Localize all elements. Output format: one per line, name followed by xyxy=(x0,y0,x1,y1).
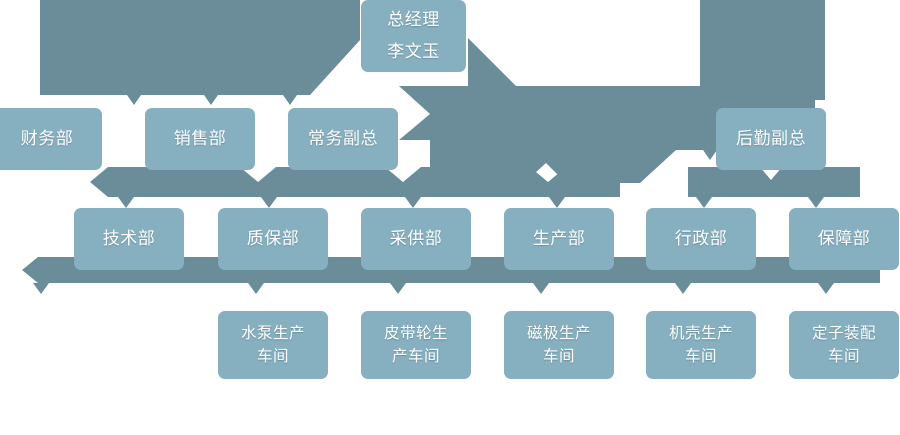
node-logistics-vp[interactable]: 后勤副总 xyxy=(716,108,826,170)
node-technology[interactable]: 技术部 xyxy=(74,208,184,270)
node-quality[interactable]: 质保部 xyxy=(218,208,328,270)
node-pump-workshop[interactable]: 水泵生产 车间 xyxy=(218,311,328,379)
node-administration-label: 行政部 xyxy=(674,228,728,248)
node-support[interactable]: 保障部 xyxy=(789,208,899,270)
node-procurement-label: 采供部 xyxy=(389,228,443,248)
general-manager-title: 总经理 xyxy=(387,9,440,29)
node-executive-vp[interactable]: 常务副总 xyxy=(288,108,398,170)
node-pump-workshop-label-line2: 车间 xyxy=(256,348,289,365)
connector-gm-to-level2 xyxy=(40,0,360,105)
node-pump-workshop-label-line1: 水泵生产 xyxy=(240,324,305,342)
node-magnetic-pole-workshop-label-line1: 磁极生产 xyxy=(526,324,591,342)
connector-logisticsvp-to-level3 xyxy=(688,167,860,208)
node-stator-assembly-workshop-label-line1: 定子装配 xyxy=(811,324,876,342)
node-procurement[interactable]: 采供部 xyxy=(361,208,471,270)
node-finance[interactable]: 财务部 xyxy=(0,108,102,170)
node-casing-workshop-label-line1: 机壳生产 xyxy=(668,324,733,342)
node-logistics-vp-label: 后勤副总 xyxy=(736,128,806,148)
node-production-label: 生产部 xyxy=(532,228,586,248)
node-general-manager[interactable]: 总经理 李文玉 xyxy=(361,0,466,72)
node-casing-workshop-label-line2: 车间 xyxy=(684,348,717,365)
node-support-label: 保障部 xyxy=(817,228,871,248)
node-sales-label: 销售部 xyxy=(173,128,227,148)
connector-execvp-to-level3 xyxy=(90,167,620,208)
node-executive-vp-label: 常务副总 xyxy=(308,128,378,148)
node-finance-label: 财务部 xyxy=(20,128,74,148)
node-casing-workshop[interactable]: 机壳生产 车间 xyxy=(646,311,756,379)
node-quality-label: 质保部 xyxy=(246,228,300,248)
node-pulley-workshop-label-line1: 皮带轮生 xyxy=(383,324,448,342)
node-technology-label: 技术部 xyxy=(102,228,156,248)
general-manager-person: 李文玉 xyxy=(387,42,440,61)
node-magnetic-pole-workshop[interactable]: 磁极生产 车间 xyxy=(504,311,614,379)
node-stator-assembly-workshop[interactable]: 定子装配 车间 xyxy=(789,311,899,379)
node-production[interactable]: 生产部 xyxy=(504,208,614,270)
node-stator-assembly-workshop-label-line2: 车间 xyxy=(827,348,860,365)
node-magnetic-pole-workshop-label-line2: 车间 xyxy=(542,348,575,365)
node-sales[interactable]: 销售部 xyxy=(145,108,255,170)
node-pulley-workshop-label-line2: 产车间 xyxy=(391,348,440,365)
node-pulley-workshop[interactable]: 皮带轮生 产车间 xyxy=(361,311,471,379)
node-administration[interactable]: 行政部 xyxy=(646,208,756,270)
